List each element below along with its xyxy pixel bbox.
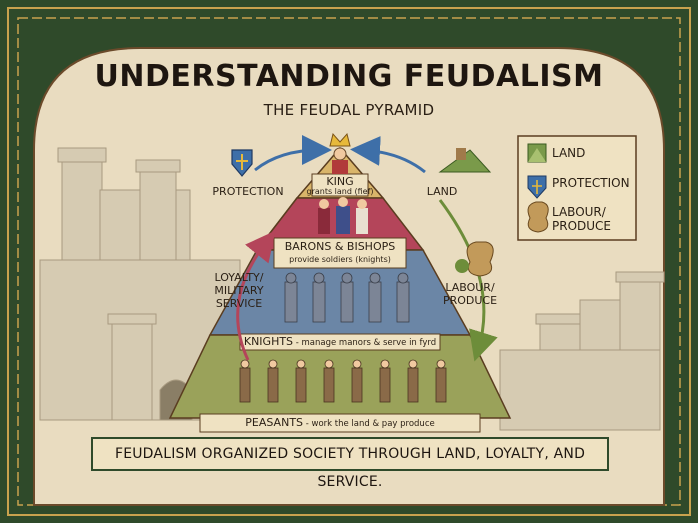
loyalty-arrow — [236, 230, 276, 361]
barons-bishops-figures — [318, 197, 368, 234]
legend-protection: PROTECTION — [552, 176, 630, 190]
arrow-label-loyalty-3: SERVICE — [215, 297, 263, 310]
legend-land: LAND — [552, 146, 586, 160]
arrow-label-labour-2: PRODUCE — [442, 294, 498, 307]
level-knights-name: KNIGHTS — [243, 335, 294, 348]
level-king-desc: grants land (fief) — [306, 187, 374, 196]
right-castle-illustration — [499, 271, 665, 431]
level-peasants-desc: - work the land & pay produce — [303, 419, 435, 429]
crown-icon — [329, 132, 351, 174]
arrow-label-loyalty-2: MILITARY — [214, 284, 264, 297]
grain-sack-icon — [455, 241, 494, 277]
arrow-label-land: LAND — [426, 185, 458, 198]
level-king-name: KING — [326, 175, 354, 188]
castle-land-icon — [438, 148, 492, 173]
level-barons-name: BARONS & BISHOPS — [284, 240, 396, 253]
level-barons-desc: provide soldiers (knights) — [289, 255, 391, 264]
page-subtitle: THE FEUDAL PYRAMID — [263, 101, 435, 119]
protection-arrow — [254, 135, 332, 172]
level-knights-label: KNIGHTS - manage manors & serve in fyrd — [240, 335, 440, 348]
arrow-label-protection: PROTECTION — [212, 185, 284, 198]
level-knights-desc: - manage manors & serve in fyrd — [293, 338, 437, 348]
legend-labour-1: LABOUR/ — [552, 205, 606, 219]
level-peasants-label: PEASANTS - work the land & pay produce — [200, 416, 480, 429]
bottom-banner — [91, 437, 609, 471]
shield-icon — [231, 149, 253, 177]
bottom-banner-text: FEUDALISM ORGANIZED SOCIETY THROUGH LAND… — [114, 446, 586, 490]
peasants-figures — [239, 359, 447, 403]
level-peasants-name: PEASANTS — [245, 416, 304, 429]
page-title: UNDERSTANDING FEUDALISM — [94, 59, 604, 94]
knights-figures — [284, 272, 410, 323]
land-arrow — [350, 135, 426, 174]
legend-labour-2: PRODUCE — [552, 219, 612, 233]
arrow-label-loyalty-1: LOYALTY/ — [214, 271, 264, 284]
labour-arrow — [438, 199, 498, 362]
arrow-label-labour-1: LABOUR/ — [445, 281, 495, 294]
